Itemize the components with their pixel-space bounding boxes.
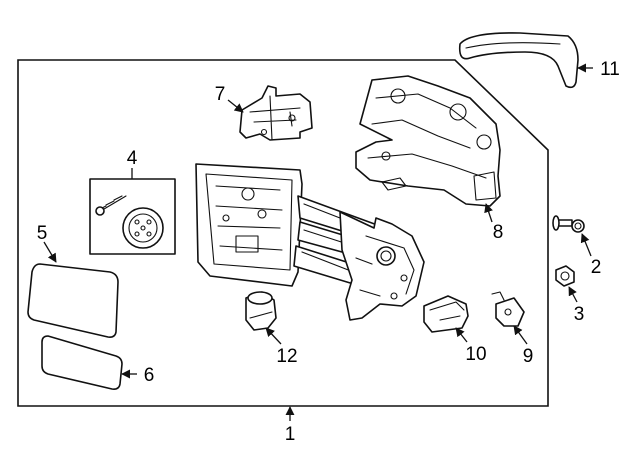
callout-3: 3	[574, 304, 585, 325]
bolt-part[interactable]	[552, 215, 585, 233]
callout-labels: 1 2 3 4 5 6 7 8 9 10 11 12	[37, 59, 620, 445]
housing-part[interactable]	[355, 75, 501, 207]
mirror-cap-part[interactable]	[458, 32, 579, 89]
callout-1: 1	[285, 424, 296, 445]
callout-11: 11	[600, 59, 620, 80]
clip-part[interactable]	[491, 291, 525, 327]
callout-6: 6	[144, 365, 155, 386]
mirror-head-assembly[interactable]	[195, 163, 425, 321]
callout-8: 8	[493, 222, 504, 243]
assembly-frame	[17, 59, 549, 407]
motor-part[interactable]	[245, 291, 277, 331]
screw-kit-part[interactable]	[89, 178, 176, 255]
leader-lines	[43, 63, 593, 421]
mirror-lens-part[interactable]	[41, 335, 123, 390]
switch-part[interactable]	[423, 295, 469, 333]
callout-5: 5	[37, 223, 48, 244]
callout-7: 7	[215, 84, 226, 105]
bracket-part[interactable]	[239, 85, 313, 141]
mirror-glass-part[interactable]	[27, 263, 119, 338]
callout-2: 2	[591, 257, 602, 278]
nut-part[interactable]	[555, 265, 575, 287]
callout-9: 9	[523, 346, 534, 367]
callout-10: 10	[465, 344, 486, 365]
callout-4: 4	[127, 148, 138, 169]
callout-12: 12	[276, 346, 297, 367]
